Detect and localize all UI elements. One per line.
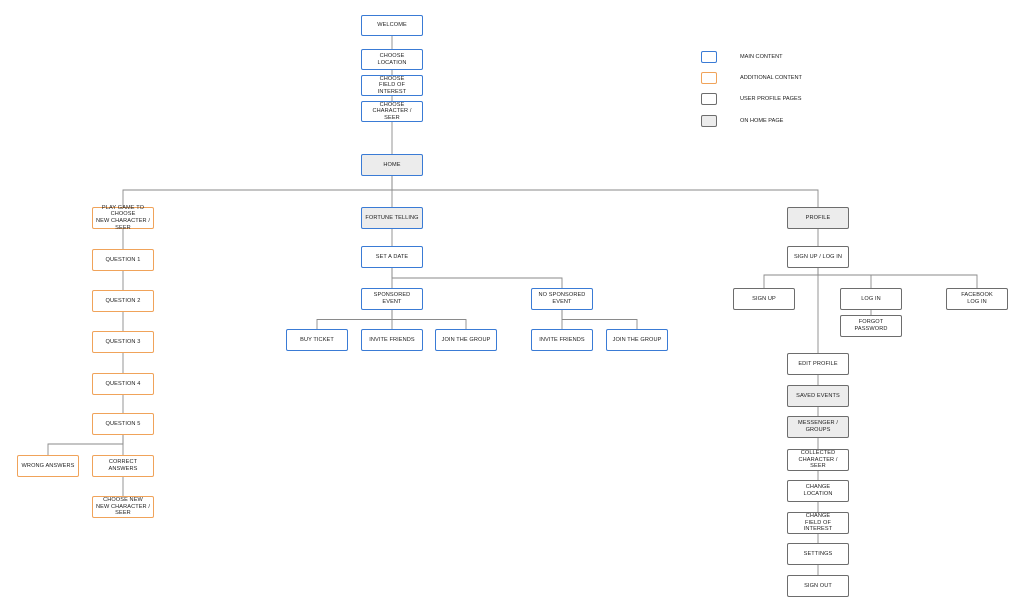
legend-swatch-orange (701, 72, 717, 84)
edge-sponsored-event-to-join-group-1 (391, 310, 467, 329)
edge-set-a-date-to-no-sponsored-event (391, 268, 563, 288)
edge-home-to-profile (391, 176, 819, 207)
node-edit-profile: EDIT PROFILE (787, 353, 849, 375)
node-choose-field: CHOOSE FIELD OF INTEREST (361, 75, 423, 96)
node-facebook-log-in: FACEBOOK LOG IN (946, 288, 1008, 310)
node-sign-up: SIGN UP (733, 288, 795, 310)
node-no-sponsored-event: NO SPONSORED EVENT (531, 288, 593, 310)
node-fortune-telling: FORTUNE TELLING (361, 207, 423, 229)
node-join-group-2: JOIN THE GROUP (606, 329, 668, 351)
node-home: HOME (361, 154, 423, 176)
node-change-location: CHANGE LOCATION (787, 480, 849, 502)
node-welcome: WELCOME (361, 15, 423, 36)
edge-home-to-play-game (122, 176, 393, 207)
node-choose-new-character: CHOOSE NEW NEW CHARACTER / SEER (92, 496, 154, 518)
edge-sign-up-log-in-to-log-in (817, 268, 872, 288)
legend-swatch-blue (701, 51, 717, 63)
node-question-4: QUESTION 4 (92, 373, 154, 395)
edge-sponsored-event-to-buy-ticket (316, 310, 393, 329)
node-sponsored-event: SPONSORED EVENT (361, 288, 423, 310)
legend-swatch-home (701, 115, 717, 127)
node-buy-ticket: BUY TICKET (286, 329, 348, 351)
node-settings: SETTINGS (787, 543, 849, 565)
node-choose-location: CHOOSE LOCATION (361, 49, 423, 70)
node-question-3: QUESTION 3 (92, 331, 154, 353)
node-play-game: PLAY GAME TO CHOOSE NEW CHARACTER / SEER (92, 205, 154, 231)
node-collected-character: COLLECTED CHARACTER / SEER (787, 449, 849, 471)
node-messenger-groups: MESSENGER / GROUPS (787, 416, 849, 438)
node-forgot-password: FORGOT PASSWORD (840, 315, 902, 337)
node-invite-friends-1: INVITE FRIENDS (361, 329, 423, 351)
node-choose-character: CHOOSE CHARACTER / SEER (361, 101, 423, 122)
node-profile: PROFILE (787, 207, 849, 229)
node-correct-answers: CORRECT ANSWERS (92, 455, 154, 477)
edge-sign-up-log-in-to-sign-up (763, 268, 819, 288)
node-question-5: QUESTION 5 (92, 413, 154, 435)
node-set-a-date: SET A DATE (361, 246, 423, 268)
node-wrong-answers: WRONG ANSWERS (17, 455, 79, 477)
legend-swatch-profile (701, 93, 717, 105)
edge-sign-up-log-in-to-facebook-log-in (817, 268, 978, 288)
node-change-field: CHANGE FIELD OF INTEREST (787, 512, 849, 534)
node-invite-friends-2: INVITE FRIENDS (531, 329, 593, 351)
edge-no-sponsored-event-to-join-group-2 (561, 310, 638, 329)
edge-question-5-to-wrong-answers (47, 435, 124, 455)
legend-label: ADDITIONAL CONTENT (740, 75, 802, 81)
node-question-1: QUESTION 1 (92, 249, 154, 271)
node-saved-events: SAVED EVENTS (787, 385, 849, 407)
legend-label: MAIN CONTENT (740, 54, 783, 60)
node-sign-out: SIGN OUT (787, 575, 849, 597)
node-sign-up-log-in: SIGN UP / LOG IN (787, 246, 849, 268)
node-join-group-1: JOIN THE GROUP (435, 329, 497, 351)
legend-label: ON HOME PAGE (740, 118, 784, 124)
node-question-2: QUESTION 2 (92, 290, 154, 312)
legend-label: USER PROFILE PAGES (740, 96, 802, 102)
node-log-in: LOG IN (840, 288, 902, 310)
